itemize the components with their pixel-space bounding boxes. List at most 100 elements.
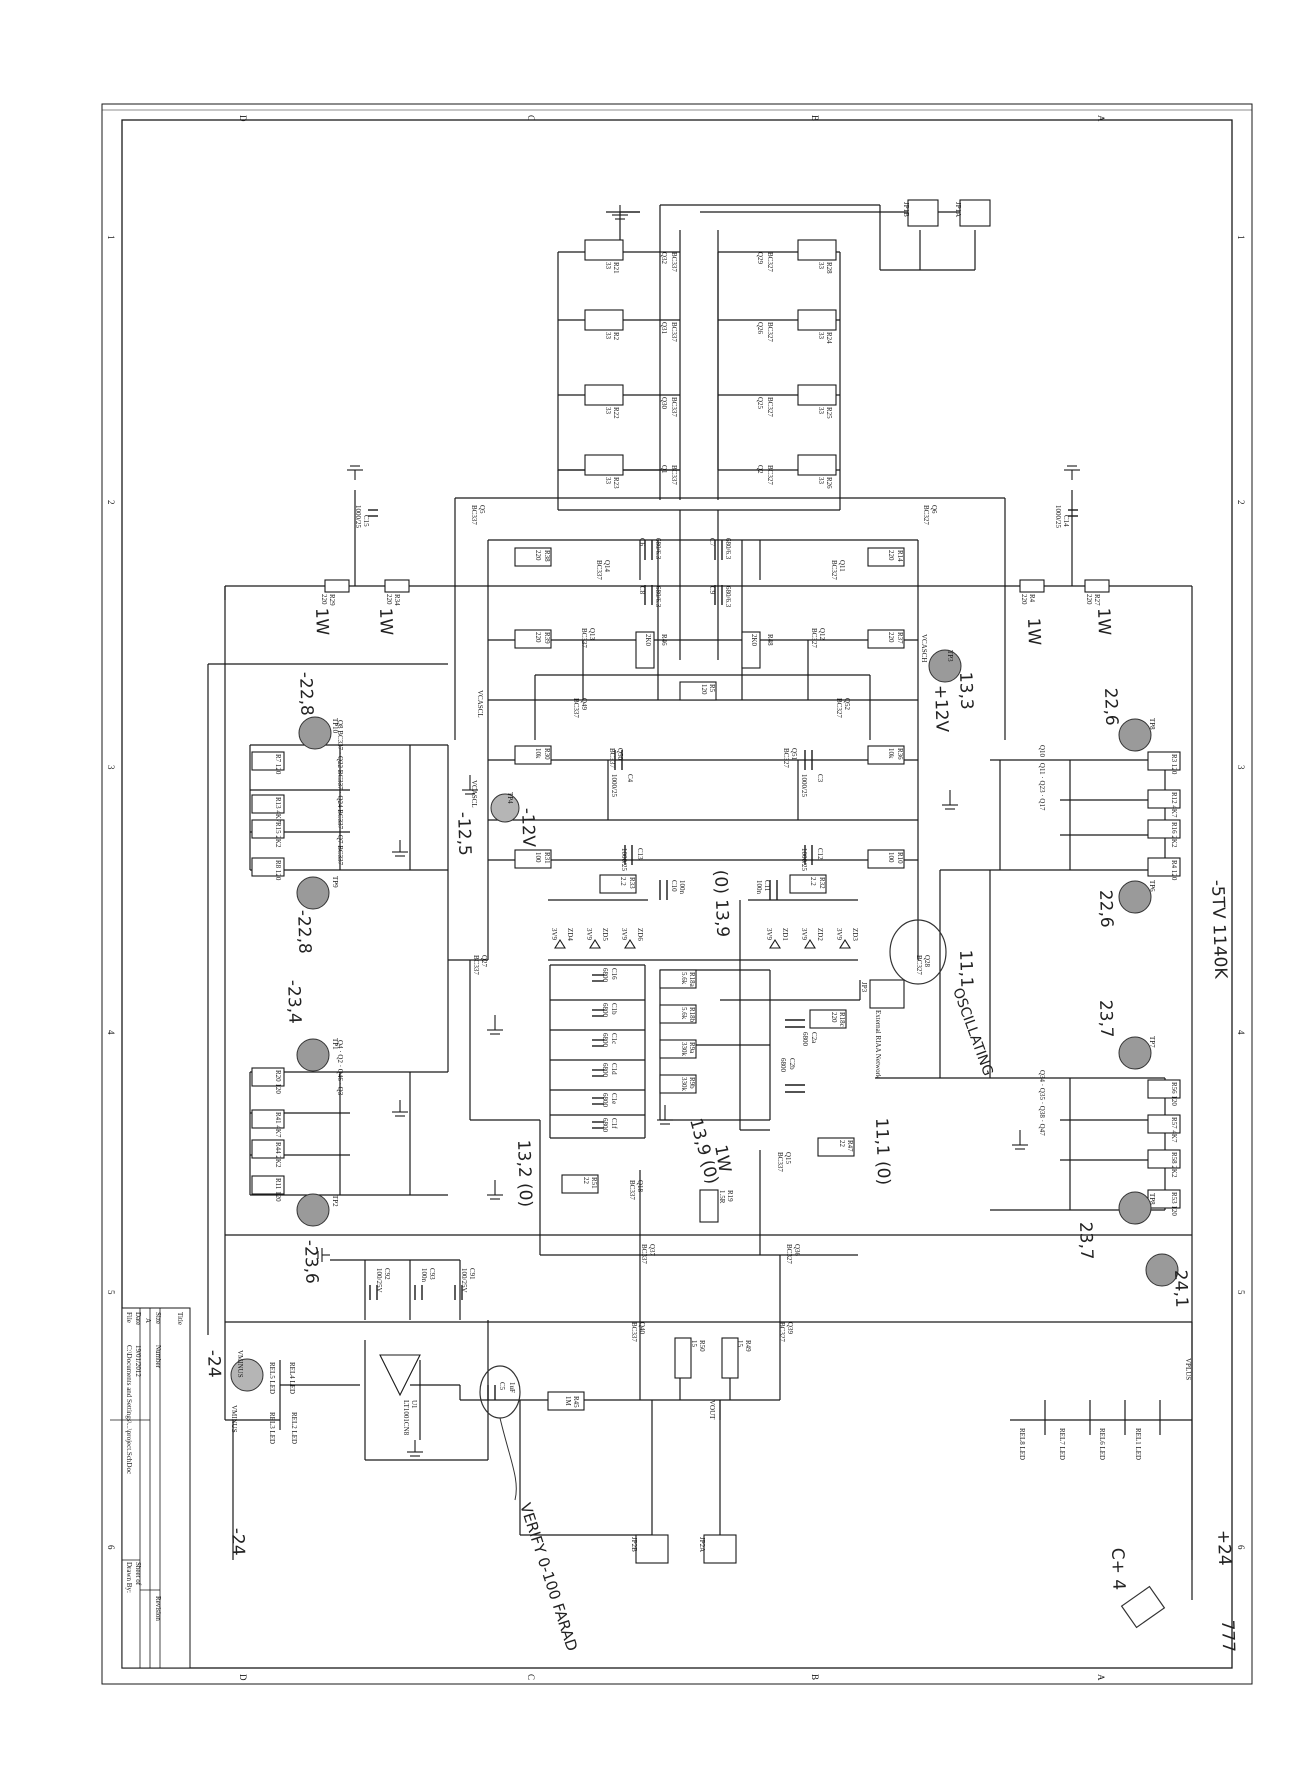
note-22-6-bottom: 22,6 bbox=[1095, 889, 1116, 928]
label-c15-value: 1000/25 bbox=[354, 505, 362, 528]
label-r4: R4 bbox=[1028, 594, 1036, 603]
size-value: A bbox=[144, 1318, 152, 1323]
label-c8-value: 680/6.3 bbox=[654, 586, 662, 608]
label-c7: C7 bbox=[708, 538, 716, 547]
label-q14-value: BC337 bbox=[595, 560, 603, 580]
label-u1: U1 bbox=[410, 1400, 418, 1409]
label-r3: R3 120 bbox=[1170, 754, 1178, 775]
label-led-rel8: REL8 LED bbox=[1018, 1428, 1026, 1460]
note-oscillating: OSCILLATING bbox=[949, 986, 996, 1078]
label-r4b: R4 120 bbox=[1170, 860, 1178, 881]
label-r28-value: 33 bbox=[817, 262, 825, 270]
note-23-7-bottom: 23,7 bbox=[1075, 1221, 1096, 1260]
label-q50: Q50 bbox=[616, 748, 624, 761]
label-q49: Q49 bbox=[580, 698, 588, 711]
label-q15: Q15 bbox=[784, 1152, 792, 1165]
border-bottom-d: D bbox=[238, 1674, 248, 1681]
label-q29-type: BC327 bbox=[766, 252, 774, 272]
label-led-rel7: REL7 LED bbox=[1058, 1428, 1066, 1460]
border-right-1: 1 bbox=[1236, 235, 1246, 240]
label-r18b-value: 5.6k bbox=[680, 1007, 688, 1020]
note-minus-23-6: -23,6 bbox=[300, 1239, 322, 1284]
label-r16: R16 2K2 bbox=[1170, 822, 1178, 848]
label-q32-type: BC337 bbox=[670, 252, 678, 272]
label-r24-value: 33 bbox=[817, 332, 825, 340]
label-r31-value: 100 bbox=[534, 852, 542, 863]
label-r45-value: 1M bbox=[564, 1396, 572, 1407]
label-zd1-value: 3V9 bbox=[765, 928, 773, 941]
label-r27-value: 220 bbox=[1085, 594, 1093, 605]
note-minus-12-5: -12,5 bbox=[453, 811, 475, 856]
note-13-9: (0) 13,9 bbox=[710, 869, 732, 937]
label-zd6-value: 3V9 bbox=[620, 928, 628, 941]
label-c2a-value: 6800 bbox=[801, 1032, 809, 1047]
label-q18: Q18 bbox=[636, 1180, 644, 1193]
label-c2b: C2b bbox=[788, 1058, 796, 1070]
label-c1c-value: 6800 bbox=[601, 1033, 609, 1048]
label-q28-value: BC327 bbox=[915, 955, 923, 975]
label-q25: Q25 bbox=[756, 397, 764, 410]
label-c11: C11 bbox=[763, 880, 771, 892]
label-r33-value: 2.2 bbox=[619, 877, 627, 886]
label-c6: C6 bbox=[638, 538, 646, 547]
note-verify: VERIFY 0-100 FARAD bbox=[516, 1501, 581, 1654]
test-points bbox=[230, 649, 1179, 1392]
note-22-6-top: 22,6 bbox=[1100, 687, 1121, 726]
label-q39: Q39 bbox=[786, 1322, 794, 1335]
label-regulator-left-top: Q8 BC337 · Q22 BC337 · Q24 BC337 · Q7 BC… bbox=[336, 720, 344, 866]
net-vcascl-left: VCASCL bbox=[476, 690, 484, 718]
label-c2a: C2a bbox=[810, 1032, 818, 1044]
label-c16: C16 bbox=[610, 968, 618, 980]
label-c93-value: 100n bbox=[420, 1268, 428, 1283]
label-r15: R15 2K2 bbox=[274, 822, 282, 848]
label-c1d-value: 6800 bbox=[601, 1063, 609, 1078]
note-minus-22-8-bottom: -22,8 bbox=[293, 909, 315, 954]
label-q12-value: BC327 bbox=[810, 628, 818, 648]
center-labels: Q5 BC337 Q6 BC327 Q14 BC337 Q11 BC327 Q1… bbox=[470, 505, 954, 975]
label-r34: R34 bbox=[393, 594, 401, 606]
connector-jp1a bbox=[959, 199, 991, 227]
label-zd5-value: 3V9 bbox=[585, 928, 593, 941]
label-q25-type: BC327 bbox=[766, 397, 774, 417]
label-c93: C93 bbox=[428, 1268, 436, 1280]
label-r34-value: 220 bbox=[385, 594, 393, 605]
label-r45: R45 bbox=[572, 1396, 580, 1408]
label-c5: C5 bbox=[498, 1382, 506, 1391]
label-q36-value: BC327 bbox=[785, 1244, 793, 1264]
border-labels: D C B A D C B A 1 2 3 4 5 6 1 2 3 4 5 6 bbox=[106, 115, 1246, 1681]
label-r25: R25 bbox=[825, 407, 833, 419]
note-1w-output: 1W bbox=[710, 1143, 735, 1174]
label-r24: R24 bbox=[825, 332, 833, 344]
label-c9-value: 680/6.3 bbox=[724, 586, 732, 608]
resistor-r24 bbox=[797, 309, 837, 331]
label-c1f: C1f bbox=[610, 1118, 618, 1129]
label-r36: R36 bbox=[896, 748, 904, 760]
label-r29-value: 220 bbox=[320, 594, 328, 605]
net-vplus: VPLUS bbox=[1184, 1358, 1192, 1380]
net-vminus-2: VMINUS bbox=[230, 1405, 238, 1433]
label-r22-value: 33 bbox=[604, 407, 612, 415]
label-r19: R19 bbox=[726, 1190, 734, 1202]
note-c-plus: C+ 4 bbox=[1107, 1547, 1128, 1590]
label-r18a-value: 5.6k bbox=[680, 972, 688, 985]
ground-symbols bbox=[317, 205, 1080, 1457]
label-c92: C92 bbox=[383, 1268, 391, 1280]
label-tp6: TP6 bbox=[1148, 880, 1156, 892]
label-q32: Q32 bbox=[660, 252, 668, 265]
label-q36: Q36 bbox=[793, 1244, 801, 1257]
net-vcasch-right: VCASCH bbox=[920, 634, 928, 662]
label-c10-value: 100n bbox=[678, 880, 686, 895]
test-point-tp8 bbox=[1118, 718, 1152, 752]
label-q40-value: BC337 bbox=[630, 1322, 638, 1342]
label-zd1: ZD1 bbox=[781, 928, 789, 941]
label-regulator-right-top: Q10 · Q11 · Q23 · Q17 bbox=[1038, 745, 1046, 811]
label-jp1a: JP1A bbox=[954, 202, 962, 217]
label-r23-value: 33 bbox=[604, 477, 612, 485]
label-c91: C91 bbox=[468, 1268, 476, 1280]
label-r4-value: 220 bbox=[1020, 594, 1028, 605]
label-q51: Q51 bbox=[790, 748, 798, 761]
label-tp4: TP4 bbox=[506, 792, 514, 804]
label-r9b-value: 330k bbox=[680, 1077, 688, 1092]
label-r19-value: 1.5R bbox=[718, 1190, 726, 1204]
label-tp3: TP3 bbox=[946, 650, 954, 662]
